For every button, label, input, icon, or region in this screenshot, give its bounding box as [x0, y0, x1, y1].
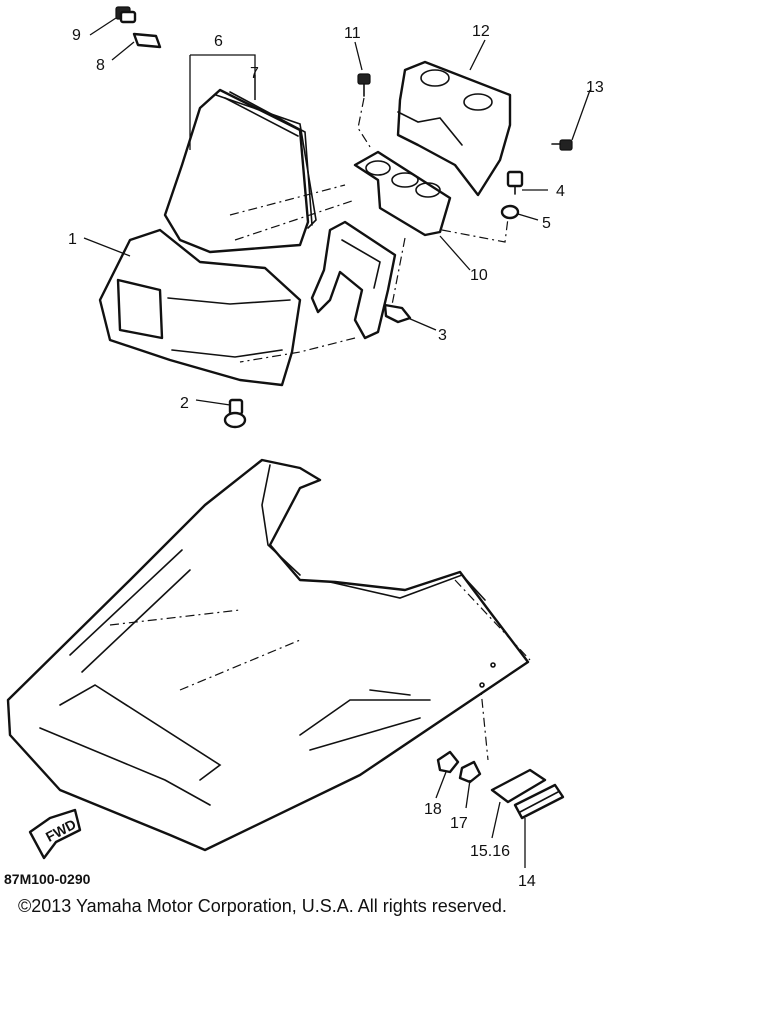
figure-code: 87M100-0290	[4, 871, 91, 887]
callout-18: 18	[424, 801, 442, 818]
callout-3: 3	[438, 327, 447, 344]
meter-cover	[396, 60, 512, 197]
callout-7: 7	[250, 65, 259, 82]
copyright-notice: ©2013 Yamaha Motor Corporation, U.S.A. A…	[18, 896, 507, 916]
leader-lines	[83, 17, 591, 868]
callout-14: 14	[518, 873, 536, 890]
meter-housing	[353, 150, 452, 237]
callouts: 9 8 6 7 11 12 13 4 5 1 10 3 2 18 17 15.1…	[4, 23, 604, 890]
callout-1: 1	[68, 231, 77, 248]
headlight-cowl	[98, 228, 302, 387]
callout-6: 6	[214, 33, 223, 50]
callout-10: 10	[470, 267, 488, 284]
callout-17: 17	[450, 815, 468, 832]
windshield	[163, 88, 356, 254]
callout-8: 8	[96, 57, 105, 74]
callout-12: 12	[472, 23, 490, 40]
callout-4: 4	[556, 183, 565, 200]
callout-2: 2	[180, 395, 189, 412]
hardware	[115, 6, 573, 429]
body-panel	[6, 458, 531, 852]
reflector-parts	[436, 750, 565, 820]
callout-15-16: 15.16	[470, 843, 510, 860]
fwd-arrow	[28, 808, 82, 860]
bracket	[239, 220, 412, 363]
callout-13: 13	[586, 79, 604, 96]
callout-5: 5	[542, 215, 551, 232]
callout-9: 9	[72, 27, 81, 44]
callout-11: 11	[344, 25, 361, 42]
